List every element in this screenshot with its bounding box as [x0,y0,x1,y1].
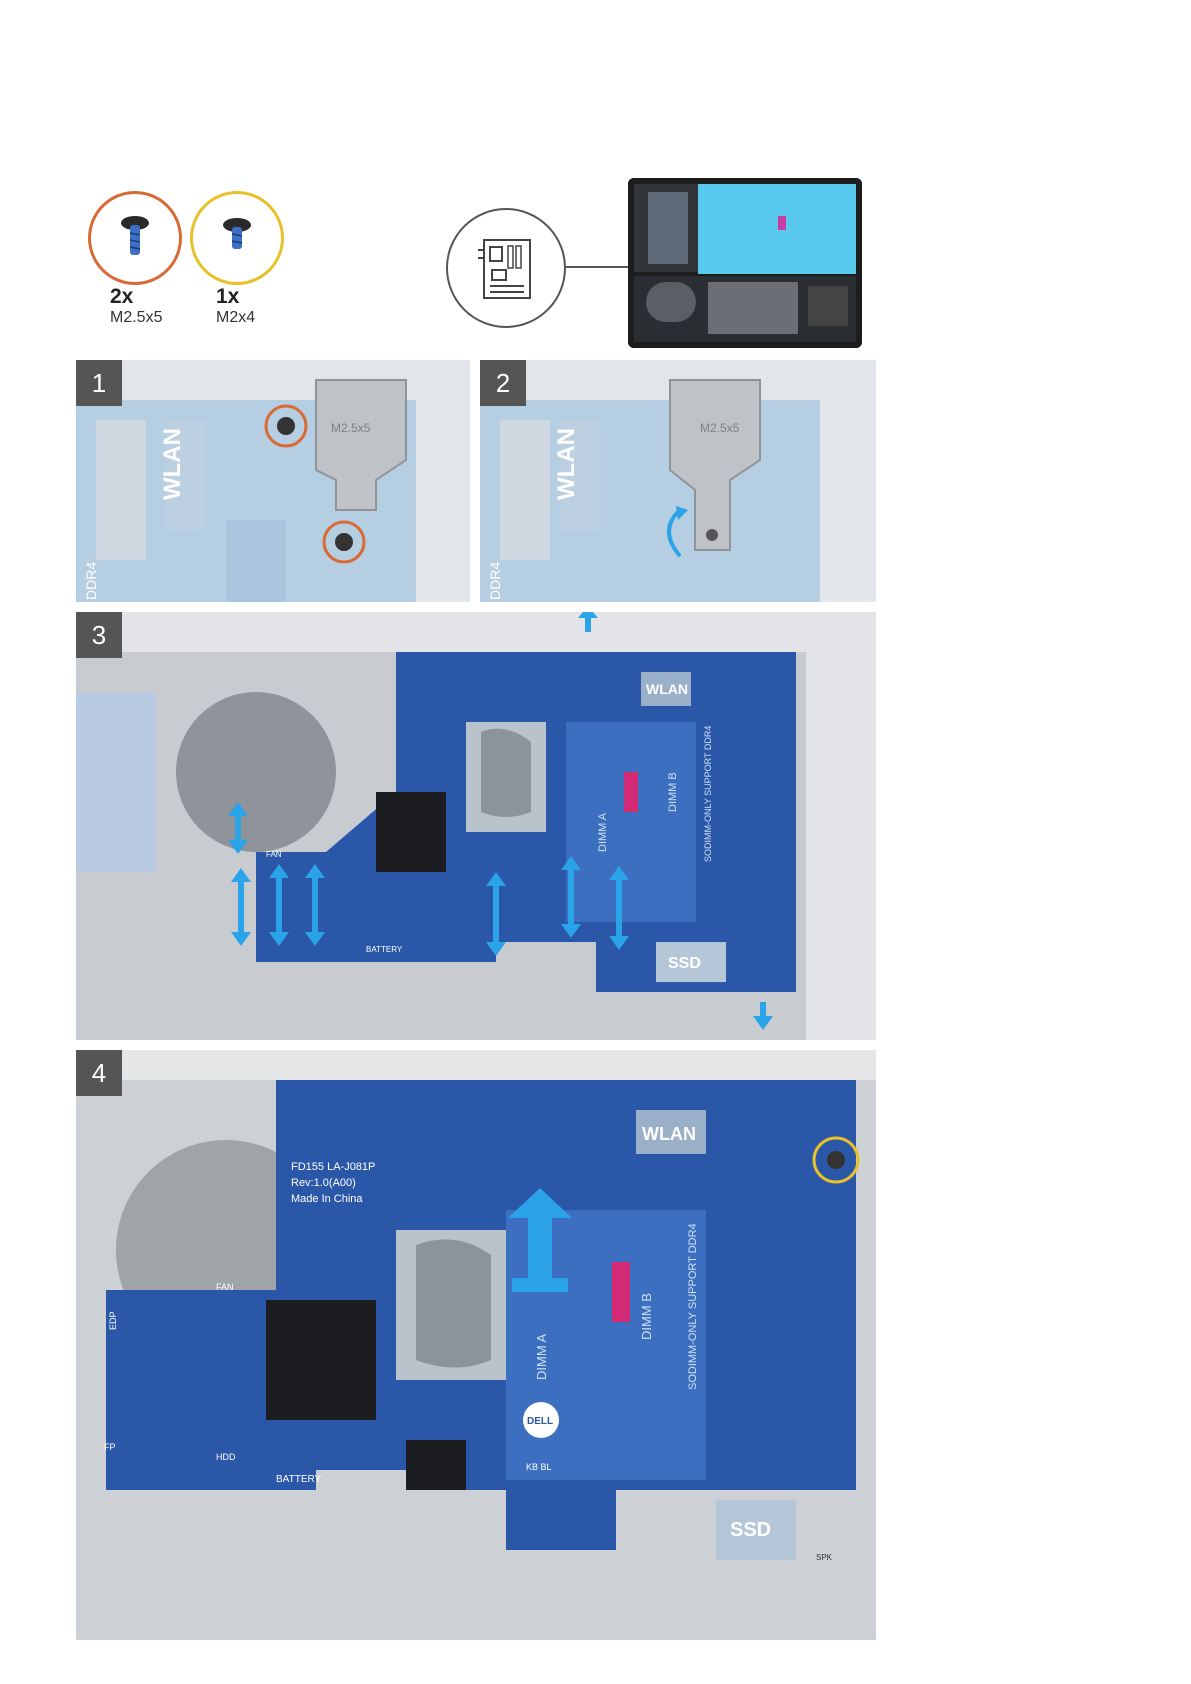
screw-legend: 2x M2.5x5 1x M2x4 [88,185,288,335]
step-badge: 2 [480,360,526,406]
screw-label: M2.5x5 [700,421,740,435]
battery-label: BATTERY [366,945,403,954]
screw-quantity: 1x [216,285,240,308]
screw-size: M2x4 [216,309,256,326]
callout-line [566,266,628,268]
sodimm-label: SODIMM-ONLY SUPPORT DDR4 [687,1223,699,1390]
lift-arrow-icon [508,1188,572,1292]
step-badge: 3 [76,612,122,658]
screw-quantity: 2x [110,285,134,308]
board-model-label: FD155 LA-J081P [291,1161,375,1173]
wlan-label: WLAN [159,428,186,500]
dimm-a-label: DIMM A [534,1333,549,1380]
board-revision-label: Rev:1.0(A00) [291,1177,356,1189]
hdd-label: HDD [216,1452,236,1462]
fan-label: FAN [216,1282,234,1292]
step-4-panel: DIMM A DIMM B SODIMM-ONLY SUPPORT DDR4 F… [76,1050,876,1640]
screw-m2-5x5-icon [88,191,182,285]
ssd-label: SSD [668,955,701,972]
laptop-base-overview [628,178,862,348]
step-badge: 1 [76,360,122,406]
fp-label: FP [104,1442,116,1452]
dell-logo: DELL [527,1416,553,1427]
sodimm-label: SODIMM-ONLY SUPPORT DDR4 [703,726,713,862]
ddr4-label: DDR4 [83,562,99,600]
wlan-label: WLAN [642,1124,696,1144]
board-origin-label: Made In China [291,1193,363,1205]
wlan-label: WLAN [553,428,580,500]
ddr4-label: DDR4 [487,562,503,600]
dimm-a-label: DIMM A [597,812,609,852]
dimm-b-label: DIMM B [667,772,679,812]
step-badge: 4 [76,1050,122,1096]
edp-label: EDP [108,1311,118,1330]
step-2-panel: WLAN M2.5x5 DDR4 2 [480,360,876,602]
screw-m2x4-icon [190,191,284,285]
kb-bl-label: KB BL [526,1462,552,1472]
wlan-label: WLAN [646,681,688,697]
dimm-b-label: DIMM B [639,1293,654,1340]
screw-label: M2.5x5 [331,421,371,435]
motherboard-icon [446,208,566,328]
step-3-panel: DIMM A DIMM B SODIMM-ONLY SUPPORT DDR4 W… [76,612,876,1040]
battery-label: BATTERY [276,1474,322,1485]
screw-size: M2.5x5 [110,309,163,326]
step-1-panel: WLAN M2.5x5 DDR4 1 [76,360,470,602]
fan-label: FAN [266,850,282,859]
ssd-label: SSD [730,1519,771,1541]
spk-label: SPK [816,1553,833,1562]
disconnect-arrows [228,612,773,1030]
